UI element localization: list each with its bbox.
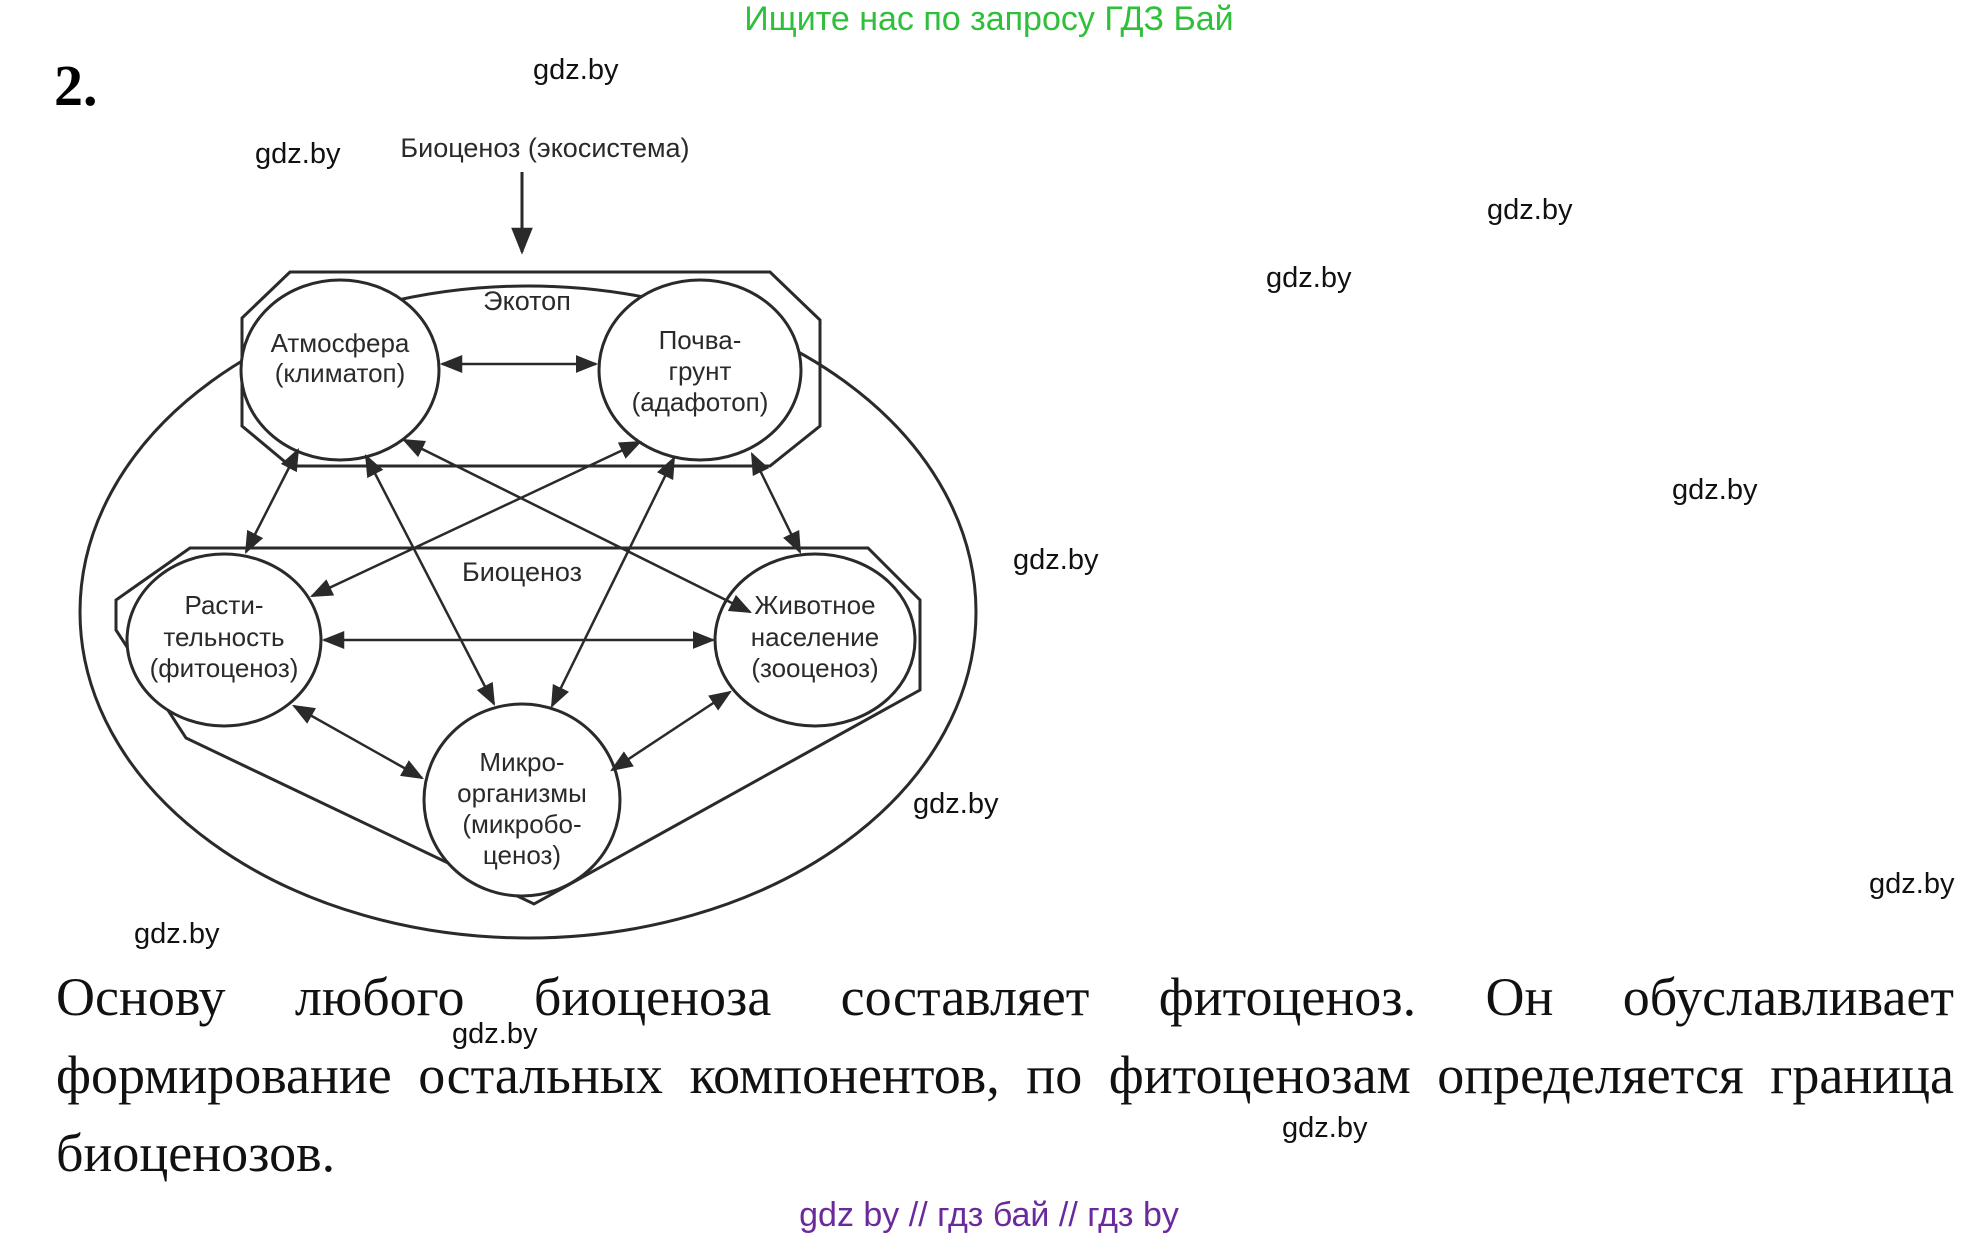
node-micro-line4: ценоз) bbox=[483, 840, 561, 870]
watermark: gdz.by bbox=[1672, 474, 1758, 506]
node-soil-line3: (адафотоп) bbox=[632, 387, 769, 417]
watermark: gdz.by bbox=[1487, 194, 1573, 226]
node-vegetation-line2: тельность bbox=[163, 622, 284, 652]
biocenosis-diagram: Биоценоз (экосистема) Экотоп Биоценоз Ат… bbox=[78, 133, 978, 940]
arrow-soil-animals bbox=[750, 451, 802, 555]
node-soil: Почва- грунт (адафотоп) bbox=[597, 278, 803, 462]
ecosystem-outline bbox=[78, 284, 978, 940]
node-micro-line1: Микро- bbox=[479, 747, 564, 777]
arrow-animals-microorganisms bbox=[610, 690, 732, 772]
watermark: gdz.by bbox=[255, 138, 341, 170]
watermark: gdz.by bbox=[1869, 868, 1955, 900]
node-animals: Животное население (зооценоз) bbox=[713, 552, 917, 728]
node-microorganisms: Микро- организмы (микробо- ценоз) bbox=[422, 702, 622, 898]
node-soil-line2: грунт bbox=[669, 356, 732, 386]
arrow-atmosphere-vegetation bbox=[244, 447, 300, 555]
watermark: gdz.by bbox=[533, 54, 619, 86]
ecotope-label: Экотоп bbox=[483, 286, 571, 316]
arrow-vegetation-microorganisms bbox=[292, 704, 424, 780]
watermark: gdz.by bbox=[1266, 262, 1352, 294]
node-atmosphere-line1: Атмосфера bbox=[271, 328, 410, 358]
watermark: gdz.by bbox=[1013, 544, 1099, 576]
node-vegetation-line3: (фитоценоз) bbox=[150, 653, 299, 683]
node-atmosphere-line2: (климатоп) bbox=[275, 358, 406, 388]
node-soil-line1: Почва- bbox=[659, 325, 742, 355]
watermark: gdz.by bbox=[452, 1018, 538, 1050]
site-footer: gdz by // гдз бай // гдз by bbox=[799, 1196, 1179, 1234]
arrow-soil-microorganisms bbox=[550, 455, 676, 709]
node-atmosphere: Атмосфера (климатоп) bbox=[239, 278, 441, 462]
watermark: gdz.by bbox=[134, 918, 220, 950]
site-banner: Ищите нас по запросу ГДЗ Бай bbox=[744, 0, 1234, 38]
task-number: 2. bbox=[54, 53, 98, 118]
ecosystem-label: Биоценоз (экосистема) bbox=[400, 133, 689, 163]
node-micro-line2: организмы bbox=[457, 778, 587, 808]
answer-paragraph: Основу любого биоценоза составляет фитоц… bbox=[56, 967, 1954, 1183]
watermark: gdz.by bbox=[913, 788, 999, 820]
node-animals-line2: население bbox=[751, 622, 879, 652]
biocenosis-label: Биоценоз bbox=[462, 557, 582, 587]
node-vegetation-line1: Расти- bbox=[184, 590, 263, 620]
node-animals-line3: (зооценоз) bbox=[751, 653, 878, 683]
node-vegetation: Расти- тельность (фитоценоз) bbox=[125, 552, 323, 728]
node-animals-line1: Животное bbox=[754, 590, 875, 620]
node-micro-line3: (микробо- bbox=[462, 809, 581, 839]
biocenosis-outline bbox=[114, 546, 922, 906]
watermark: gdz.by bbox=[1282, 1112, 1368, 1144]
